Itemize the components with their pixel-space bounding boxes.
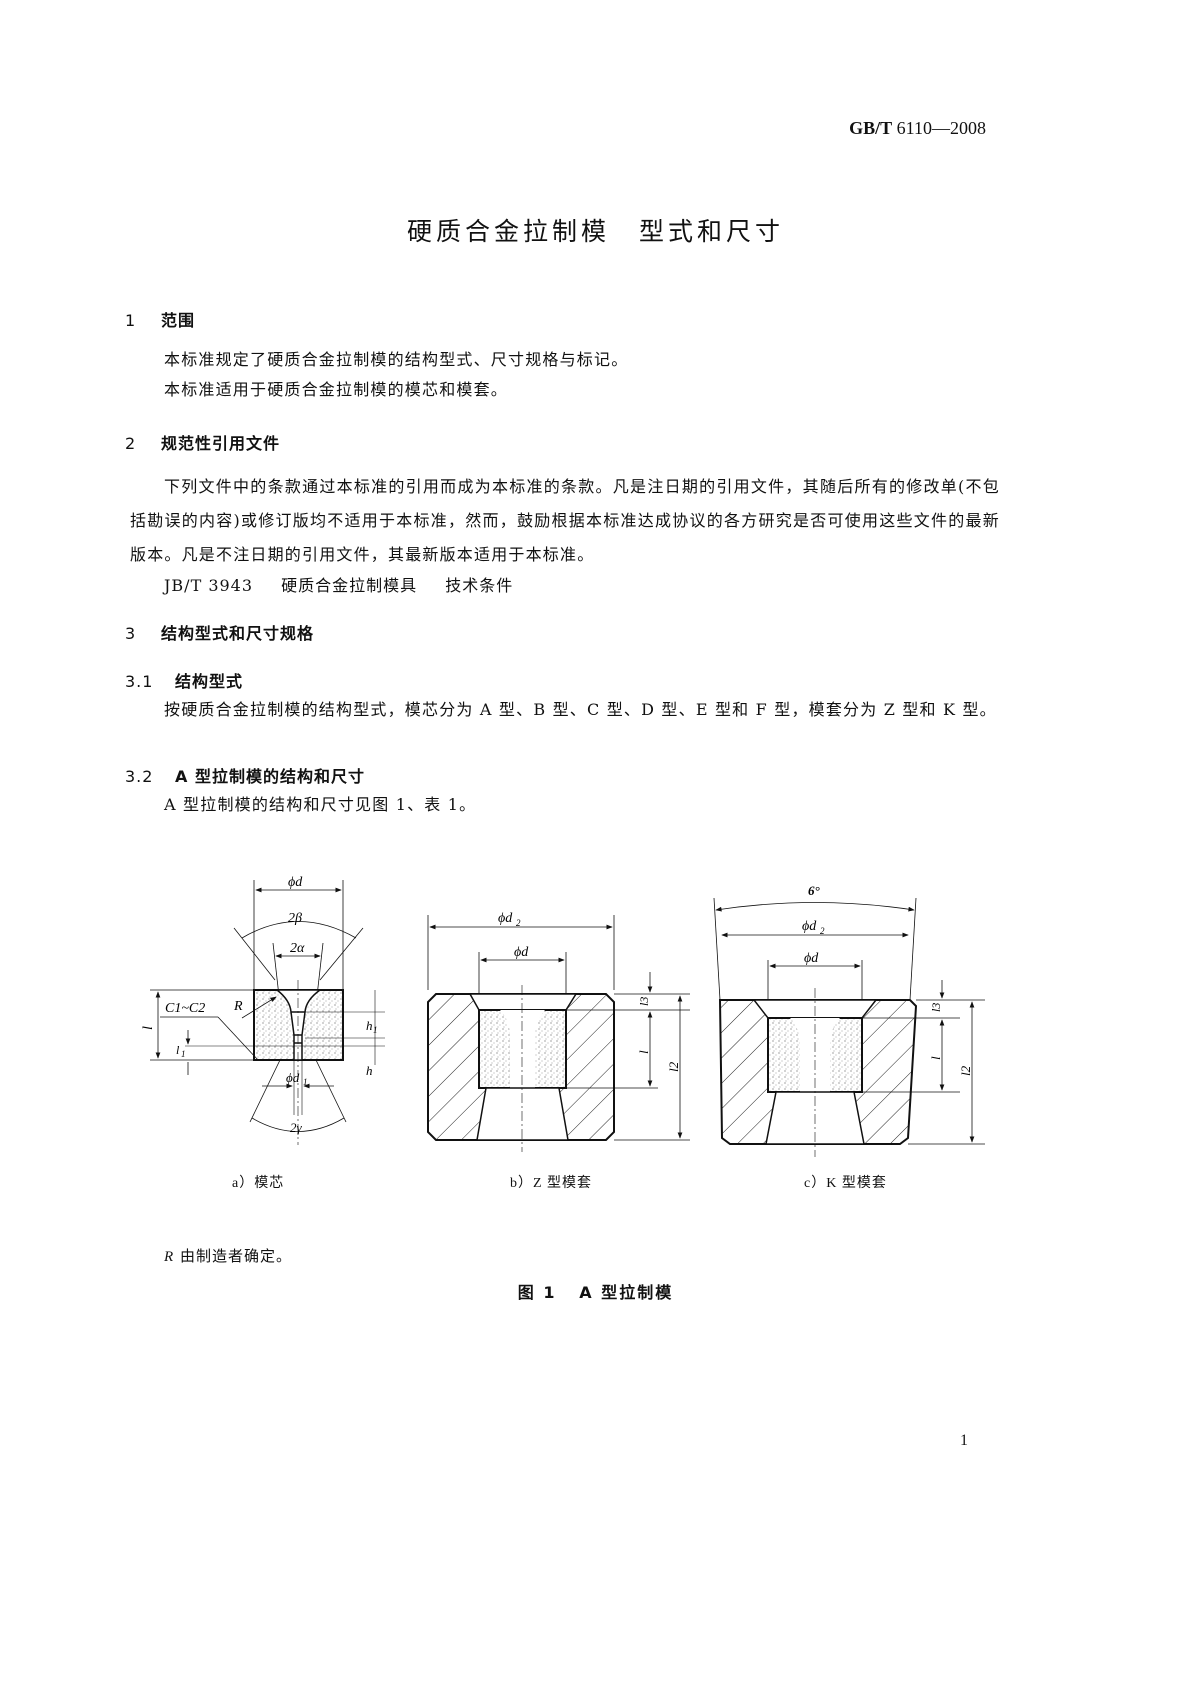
svg-text:ϕd: ϕd: [802, 919, 817, 934]
normative-reference: JB/T 3943 硬质合金拉制模具 技术条件: [164, 572, 535, 596]
section-3-2-paragraph: A 型拉制模的结构和尺寸见图 1、表 1。: [164, 795, 477, 814]
svg-text:R: R: [233, 999, 243, 1014]
section-1-paragraph-2: 本标准适用于硬质合金拉制模的模芯和模套。: [164, 380, 509, 399]
svg-text:h: h: [366, 1018, 373, 1033]
svg-text:l: l: [141, 1026, 156, 1030]
svg-text:1: 1: [303, 1077, 308, 1087]
svg-text:2α: 2α: [290, 941, 305, 956]
subfigure-caption-c: c）K 型模套: [804, 1176, 887, 1191]
svg-text:l2: l2: [666, 1061, 681, 1072]
svg-text:h: h: [366, 1063, 373, 1078]
svg-text:C1~C2: C1~C2: [165, 1001, 205, 1016]
svg-text:l: l: [176, 1043, 180, 1057]
svg-text:l3: l3: [637, 997, 651, 1006]
document-title: 硬质合金拉制模 型式和尺寸: [406, 217, 784, 246]
subfigure-caption-a: a）模芯: [232, 1176, 285, 1191]
figure-note: R 由制造者确定。: [164, 1245, 292, 1266]
note-symbol: R: [164, 1249, 175, 1265]
svg-text:ϕd: ϕd: [514, 945, 529, 960]
svg-text:l2: l2: [958, 1065, 973, 1076]
svg-text:l3: l3: [929, 1003, 943, 1012]
svg-text:6°: 6°: [808, 883, 821, 898]
svg-text:2: 2: [820, 926, 825, 936]
standard-prefix: GB/T: [849, 118, 893, 138]
figure-caption: 图 1 A 型拉制模: [517, 1283, 674, 1302]
svg-text:1: 1: [181, 1049, 186, 1059]
page-number: 1: [960, 1432, 968, 1449]
note-text: 由制造者确定。: [179, 1247, 292, 1265]
reference-code: JB/T 3943: [164, 576, 254, 595]
standard-number: GB/T 6110—2008: [849, 118, 986, 139]
reference-title: 硬质合金拉制模具: [281, 576, 418, 595]
svg-text:l: l: [928, 1056, 943, 1060]
section-2-paragraph: 下列文件中的条款通过本标准的引用而成为本标准的条款。凡是注日期的引用文件，其随后…: [130, 477, 1000, 564]
svg-text:ϕd: ϕd: [288, 875, 303, 890]
subfigure-caption-b: b）Z 型模套: [510, 1176, 593, 1191]
section-3-1-paragraph: 按硬质合金拉制模的结构型式，模芯分为 A 型、B 型、C 型、D 型、E 型和 …: [164, 700, 997, 719]
svg-text:l: l: [636, 1050, 651, 1054]
svg-text:ϕd: ϕd: [804, 951, 819, 966]
reference-subtitle: 技术条件: [445, 576, 514, 595]
svg-text:1: 1: [373, 1025, 378, 1035]
svg-text:2β: 2β: [288, 911, 302, 926]
svg-text:2: 2: [516, 918, 521, 928]
standard-code: 6110—2008: [896, 118, 986, 138]
svg-text:2γ: 2γ: [290, 1120, 303, 1135]
svg-text:ϕd: ϕd: [286, 1070, 300, 1085]
section-1-paragraph-1: 本标准规定了硬质合金拉制模的结构型式、尺寸规格与标记。: [164, 350, 629, 369]
svg-text:ϕd: ϕd: [498, 911, 513, 926]
